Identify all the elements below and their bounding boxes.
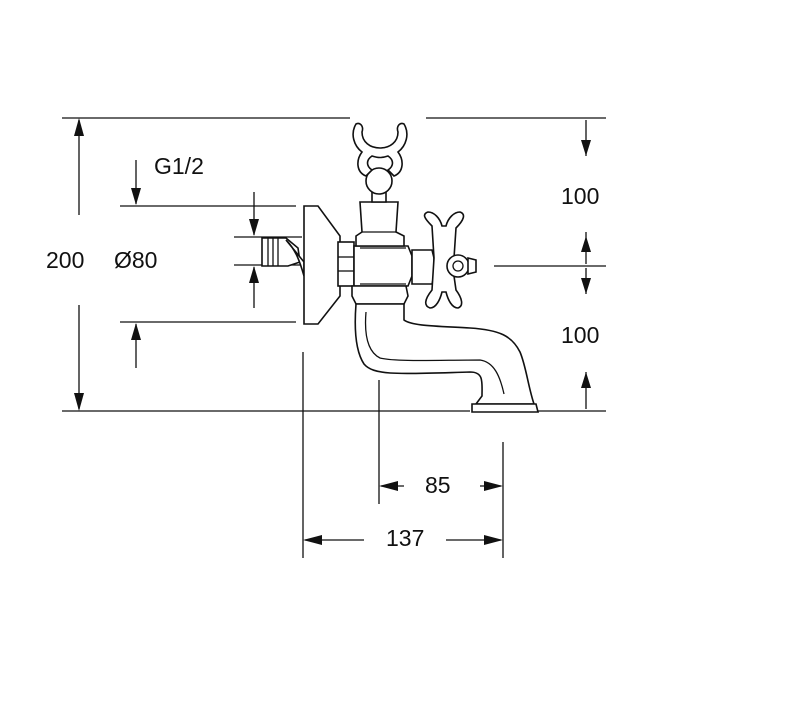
dim-spout-reach: 85 [425,472,451,498]
hex-nut [337,241,355,287]
shower-holder [352,122,408,203]
dim-total-depth: 137 [386,525,424,551]
dimension-lines [62,117,606,558]
dimension-labels: 200 Ø80 G1/2 100 100 85 137 [46,153,599,551]
threaded-inlet [261,237,305,277]
faucet-body [261,122,540,413]
dim-diameter: Ø80 [114,247,157,273]
dim-thread: G1/2 [154,153,204,179]
cross-handle [423,211,477,309]
dim-upper-height: 100 [561,183,599,209]
dim-overall-height: 200 [46,247,84,273]
wall-rosette [303,205,341,325]
spout [354,303,536,405]
dim-lower-height: 100 [561,322,599,348]
valve-body [353,245,413,287]
